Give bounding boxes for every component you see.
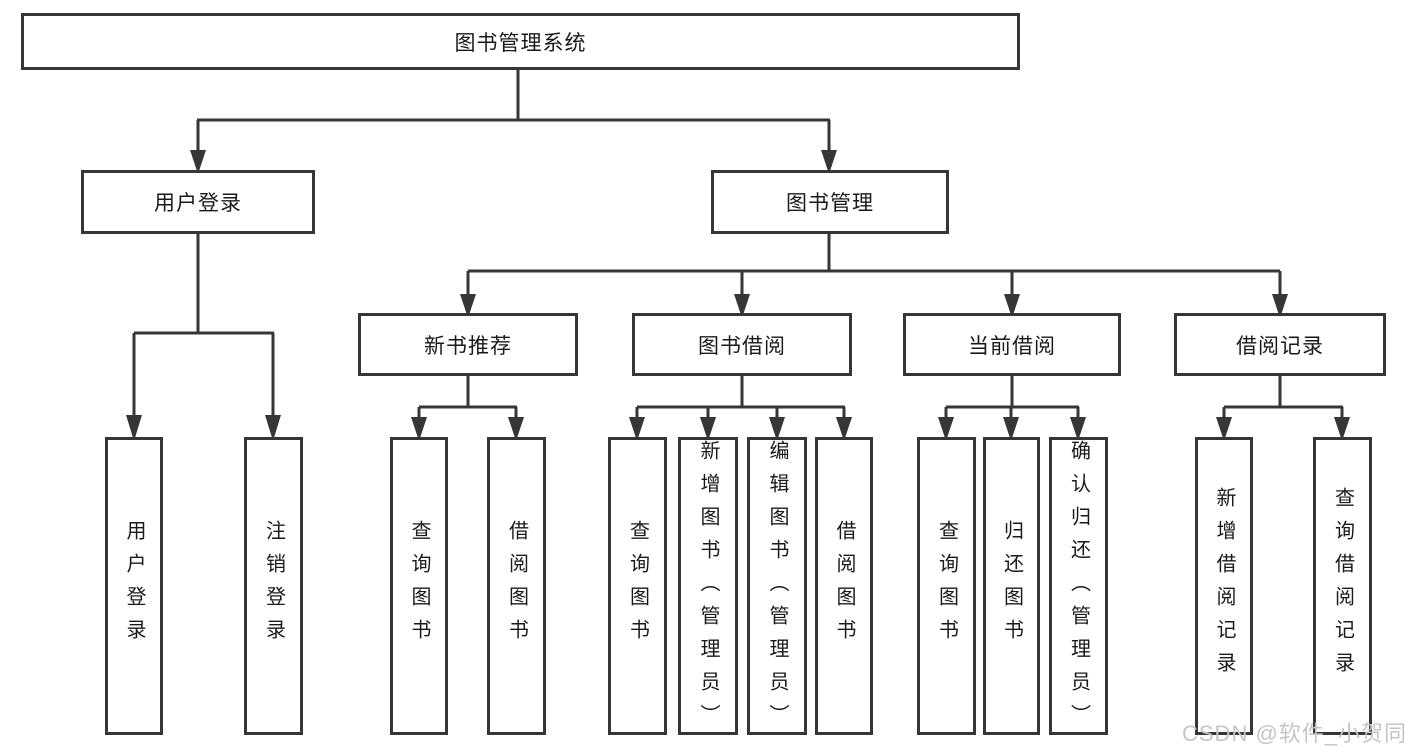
leaf-label: 新增图书（管理员） bbox=[697, 440, 719, 737]
node-new-book-recommend: 新书推荐 bbox=[358, 313, 578, 376]
node-label: 图书借阅 bbox=[698, 334, 786, 358]
leaf-label: 编辑图书（管理员） bbox=[766, 440, 788, 737]
leaf-add-borrow-record: 新增借阅记录 bbox=[1195, 437, 1253, 735]
leaf-edit-book-admin: 编辑图书（管理员） bbox=[747, 437, 807, 737]
node-label: 图书管理 bbox=[786, 192, 874, 215]
leaf-label: 借阅图书 bbox=[833, 520, 855, 652]
leaf-query-books-current: 查询图书 bbox=[917, 437, 976, 735]
leaf-label: 归还图书 bbox=[1000, 520, 1023, 652]
leaf-query-borrow-record: 查询借阅记录 bbox=[1313, 437, 1372, 735]
leaf-add-book-admin: 新增图书（管理员） bbox=[678, 437, 738, 737]
csdn-watermark: CSDN @软件_小贺同学 bbox=[1182, 721, 1405, 746]
leaf-label: 新增借阅记录 bbox=[1213, 487, 1235, 685]
leaf-label: 查询借阅记录 bbox=[1331, 487, 1354, 685]
leaf-label: 查询图书 bbox=[626, 520, 649, 652]
leaf-logout: 注销登录 bbox=[244, 437, 303, 735]
leaf-query-books-borrow: 查询图书 bbox=[608, 437, 667, 735]
node-label: 图书管理系统 bbox=[454, 31, 587, 55]
leaf-borrow-books-recommend: 借阅图书 bbox=[487, 437, 546, 735]
node-label: 新书推荐 bbox=[424, 334, 512, 358]
node-user-login: 用户登录 bbox=[81, 170, 315, 234]
leaf-label: 借阅图书 bbox=[505, 520, 528, 652]
leaf-label: 查询图书 bbox=[935, 520, 958, 652]
leaf-confirm-return-admin: 确认归还（管理员） bbox=[1049, 437, 1108, 737]
node-label: 当前借阅 bbox=[968, 334, 1056, 358]
leaf-label: 用户登录 bbox=[123, 520, 145, 652]
node-current-borrowing: 当前借阅 bbox=[903, 313, 1121, 376]
leaf-label: 确认归还（管理员） bbox=[1067, 440, 1090, 737]
leaf-borrow-books-borrow: 借阅图书 bbox=[815, 437, 873, 735]
leaf-query-books-recommend: 查询图书 bbox=[390, 437, 448, 735]
node-borrowing-records: 借阅记录 bbox=[1174, 313, 1386, 376]
leaf-user-login: 用户登录 bbox=[105, 437, 163, 735]
node-book-borrowing: 图书借阅 bbox=[632, 313, 852, 376]
leaf-return-book: 归还图书 bbox=[983, 437, 1040, 735]
leaf-label: 查询图书 bbox=[408, 520, 430, 652]
node-book-management: 图书管理 bbox=[711, 170, 949, 234]
node-library-management-system: 图书管理系统 bbox=[21, 13, 1020, 70]
leaf-label: 注销登录 bbox=[262, 520, 285, 652]
node-label: 用户登录 bbox=[154, 192, 242, 215]
node-label: 借阅记录 bbox=[1236, 334, 1324, 358]
